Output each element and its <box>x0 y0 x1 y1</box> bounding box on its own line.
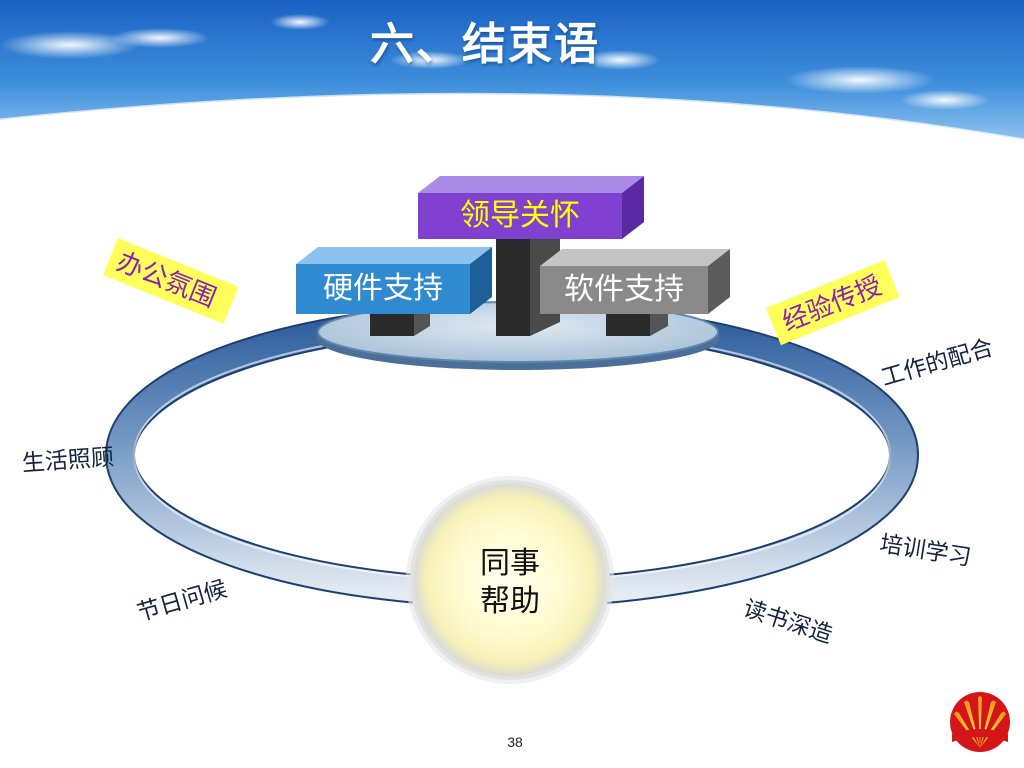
colleague-help-line2: 帮助 <box>480 584 540 619</box>
software-box-shape <box>540 249 730 314</box>
hardware-box-shape <box>296 247 492 314</box>
leadership-care-label: 领导关怀 <box>460 198 580 233</box>
leadership-box-shape <box>418 176 644 239</box>
petrochina-logo-icon <box>950 692 1010 752</box>
software-support-label: 软件支持 <box>564 272 684 307</box>
page-number: 38 <box>507 734 523 750</box>
experience-tag-bg <box>766 260 900 346</box>
office-atmosphere-tag-bg <box>103 238 239 324</box>
header-sky-banner <box>0 0 1024 142</box>
colleague-help-label: 同事 帮助 <box>440 545 580 621</box>
colleague-help-line1: 同事 <box>480 546 540 581</box>
hardware-support-label: 硬件支持 <box>323 271 443 306</box>
slide-title: 六、结束语 <box>370 19 600 70</box>
center-circle <box>406 476 614 684</box>
